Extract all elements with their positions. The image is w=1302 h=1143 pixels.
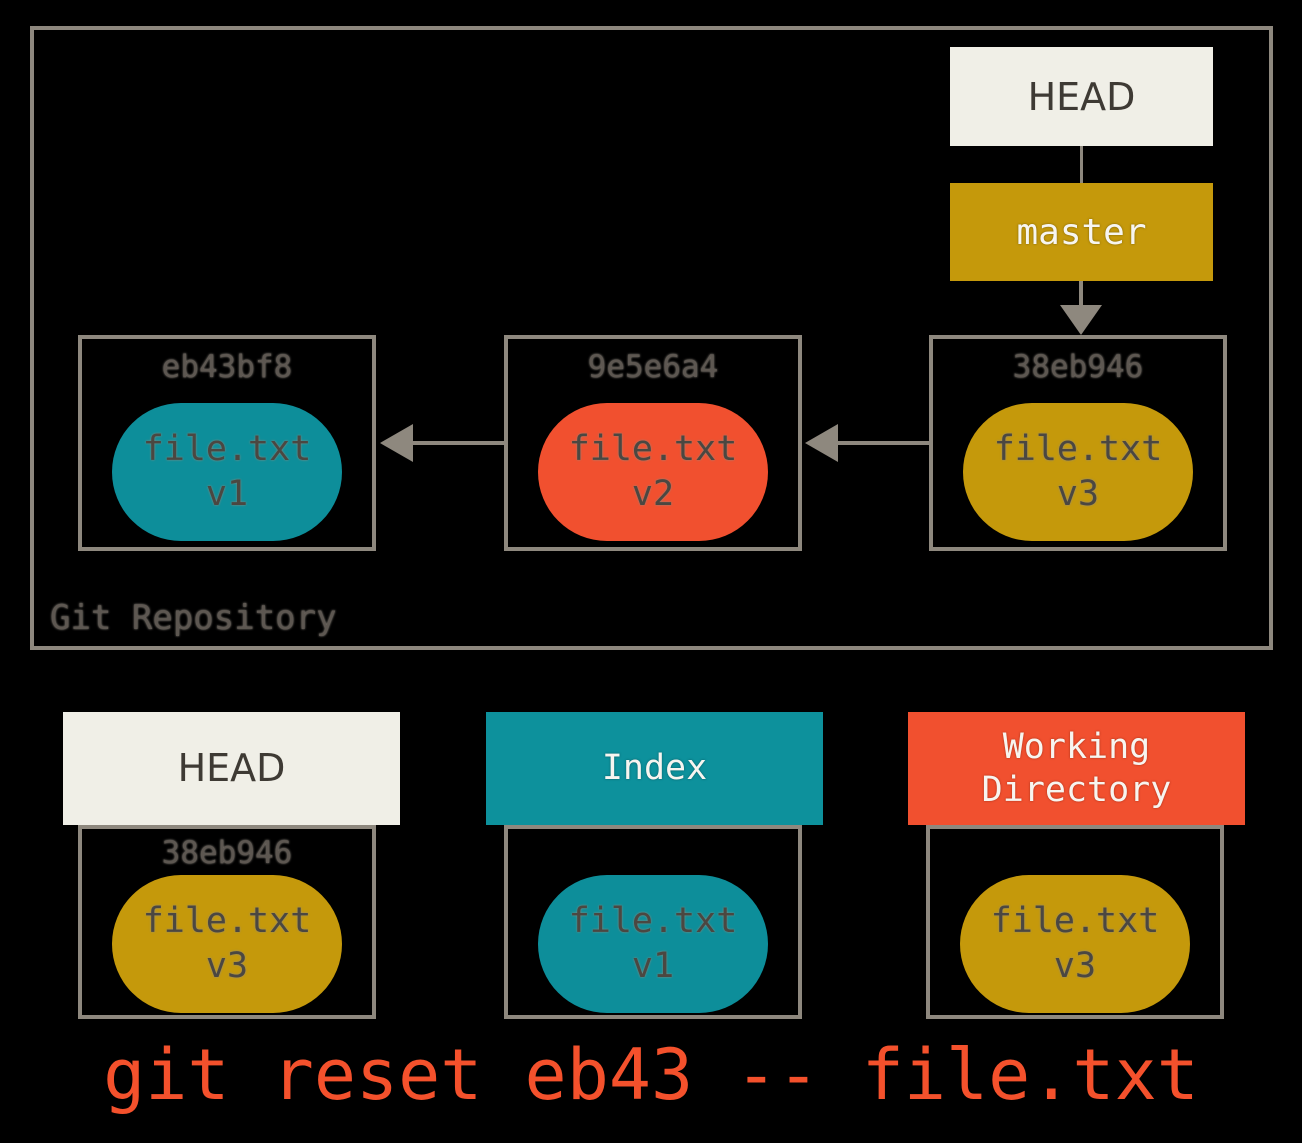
commit-hash: 38eb946 [1012,349,1144,385]
parent-arrow-head [805,424,838,462]
git-repository-frame [30,26,1273,650]
blob-version: v2 [631,474,675,514]
section-header-head: HEAD [63,712,400,825]
master-to-commit-arrow-head [1060,305,1102,335]
blob-filename: file.txt [990,900,1160,941]
commit-box-9e5e6a4: 9e5e6a4 file.txt v2 [504,335,802,551]
file-blob: file.txt v3 [963,403,1193,541]
blob-version: v3 [205,946,249,986]
head-to-master-connector [1080,146,1083,183]
section-title: Working Directory [981,726,1172,810]
blob-version: v1 [631,946,675,986]
git-command-text: git reset eb43 -- file.txt [103,1034,1199,1116]
commit-hash: 9e5e6a4 [587,349,719,385]
master-to-commit-arrow-line [1079,281,1083,307]
blob-version: v3 [1056,474,1100,514]
blob-filename: file.txt [993,428,1163,469]
file-blob: file.txt v1 [538,875,768,1013]
file-blob: file.txt v1 [112,403,342,541]
parent-arrow-head [380,424,413,462]
commit-hash: eb43bf8 [161,349,293,385]
parent-arrow-line [413,441,504,445]
git-repository-label: Git Repository [50,598,337,638]
section-box-head: 38eb946 file.txt v3 [78,825,376,1019]
head-pointer-box: HEAD [950,47,1213,146]
blob-filename: file.txt [142,900,312,941]
section-header-index: Index [486,712,823,825]
file-blob: file.txt v2 [538,403,768,541]
commit-hash: 38eb946 [161,835,293,871]
file-blob: file.txt v3 [960,875,1190,1013]
commit-box-eb43bf8: eb43bf8 file.txt v1 [78,335,376,551]
section-title: HEAD [177,746,286,791]
head-pointer-label: HEAD [1027,74,1136,119]
section-header-working-directory: Working Directory [908,712,1245,825]
section-box-index: file.txt v1 [504,825,802,1019]
section-title: Index [601,748,708,789]
file-blob: file.txt v3 [112,875,342,1013]
parent-arrow-line [838,441,929,445]
master-branch-box: master [950,183,1213,281]
blob-filename: file.txt [568,900,738,941]
blob-version: v3 [1053,946,1097,986]
section-box-working-directory: file.txt v3 [926,825,1224,1019]
blob-filename: file.txt [142,428,312,469]
blob-version: v1 [205,474,249,514]
blob-filename: file.txt [568,428,738,469]
master-branch-label: master [1016,211,1147,253]
commit-box-38eb946: 38eb946 file.txt v3 [929,335,1227,551]
